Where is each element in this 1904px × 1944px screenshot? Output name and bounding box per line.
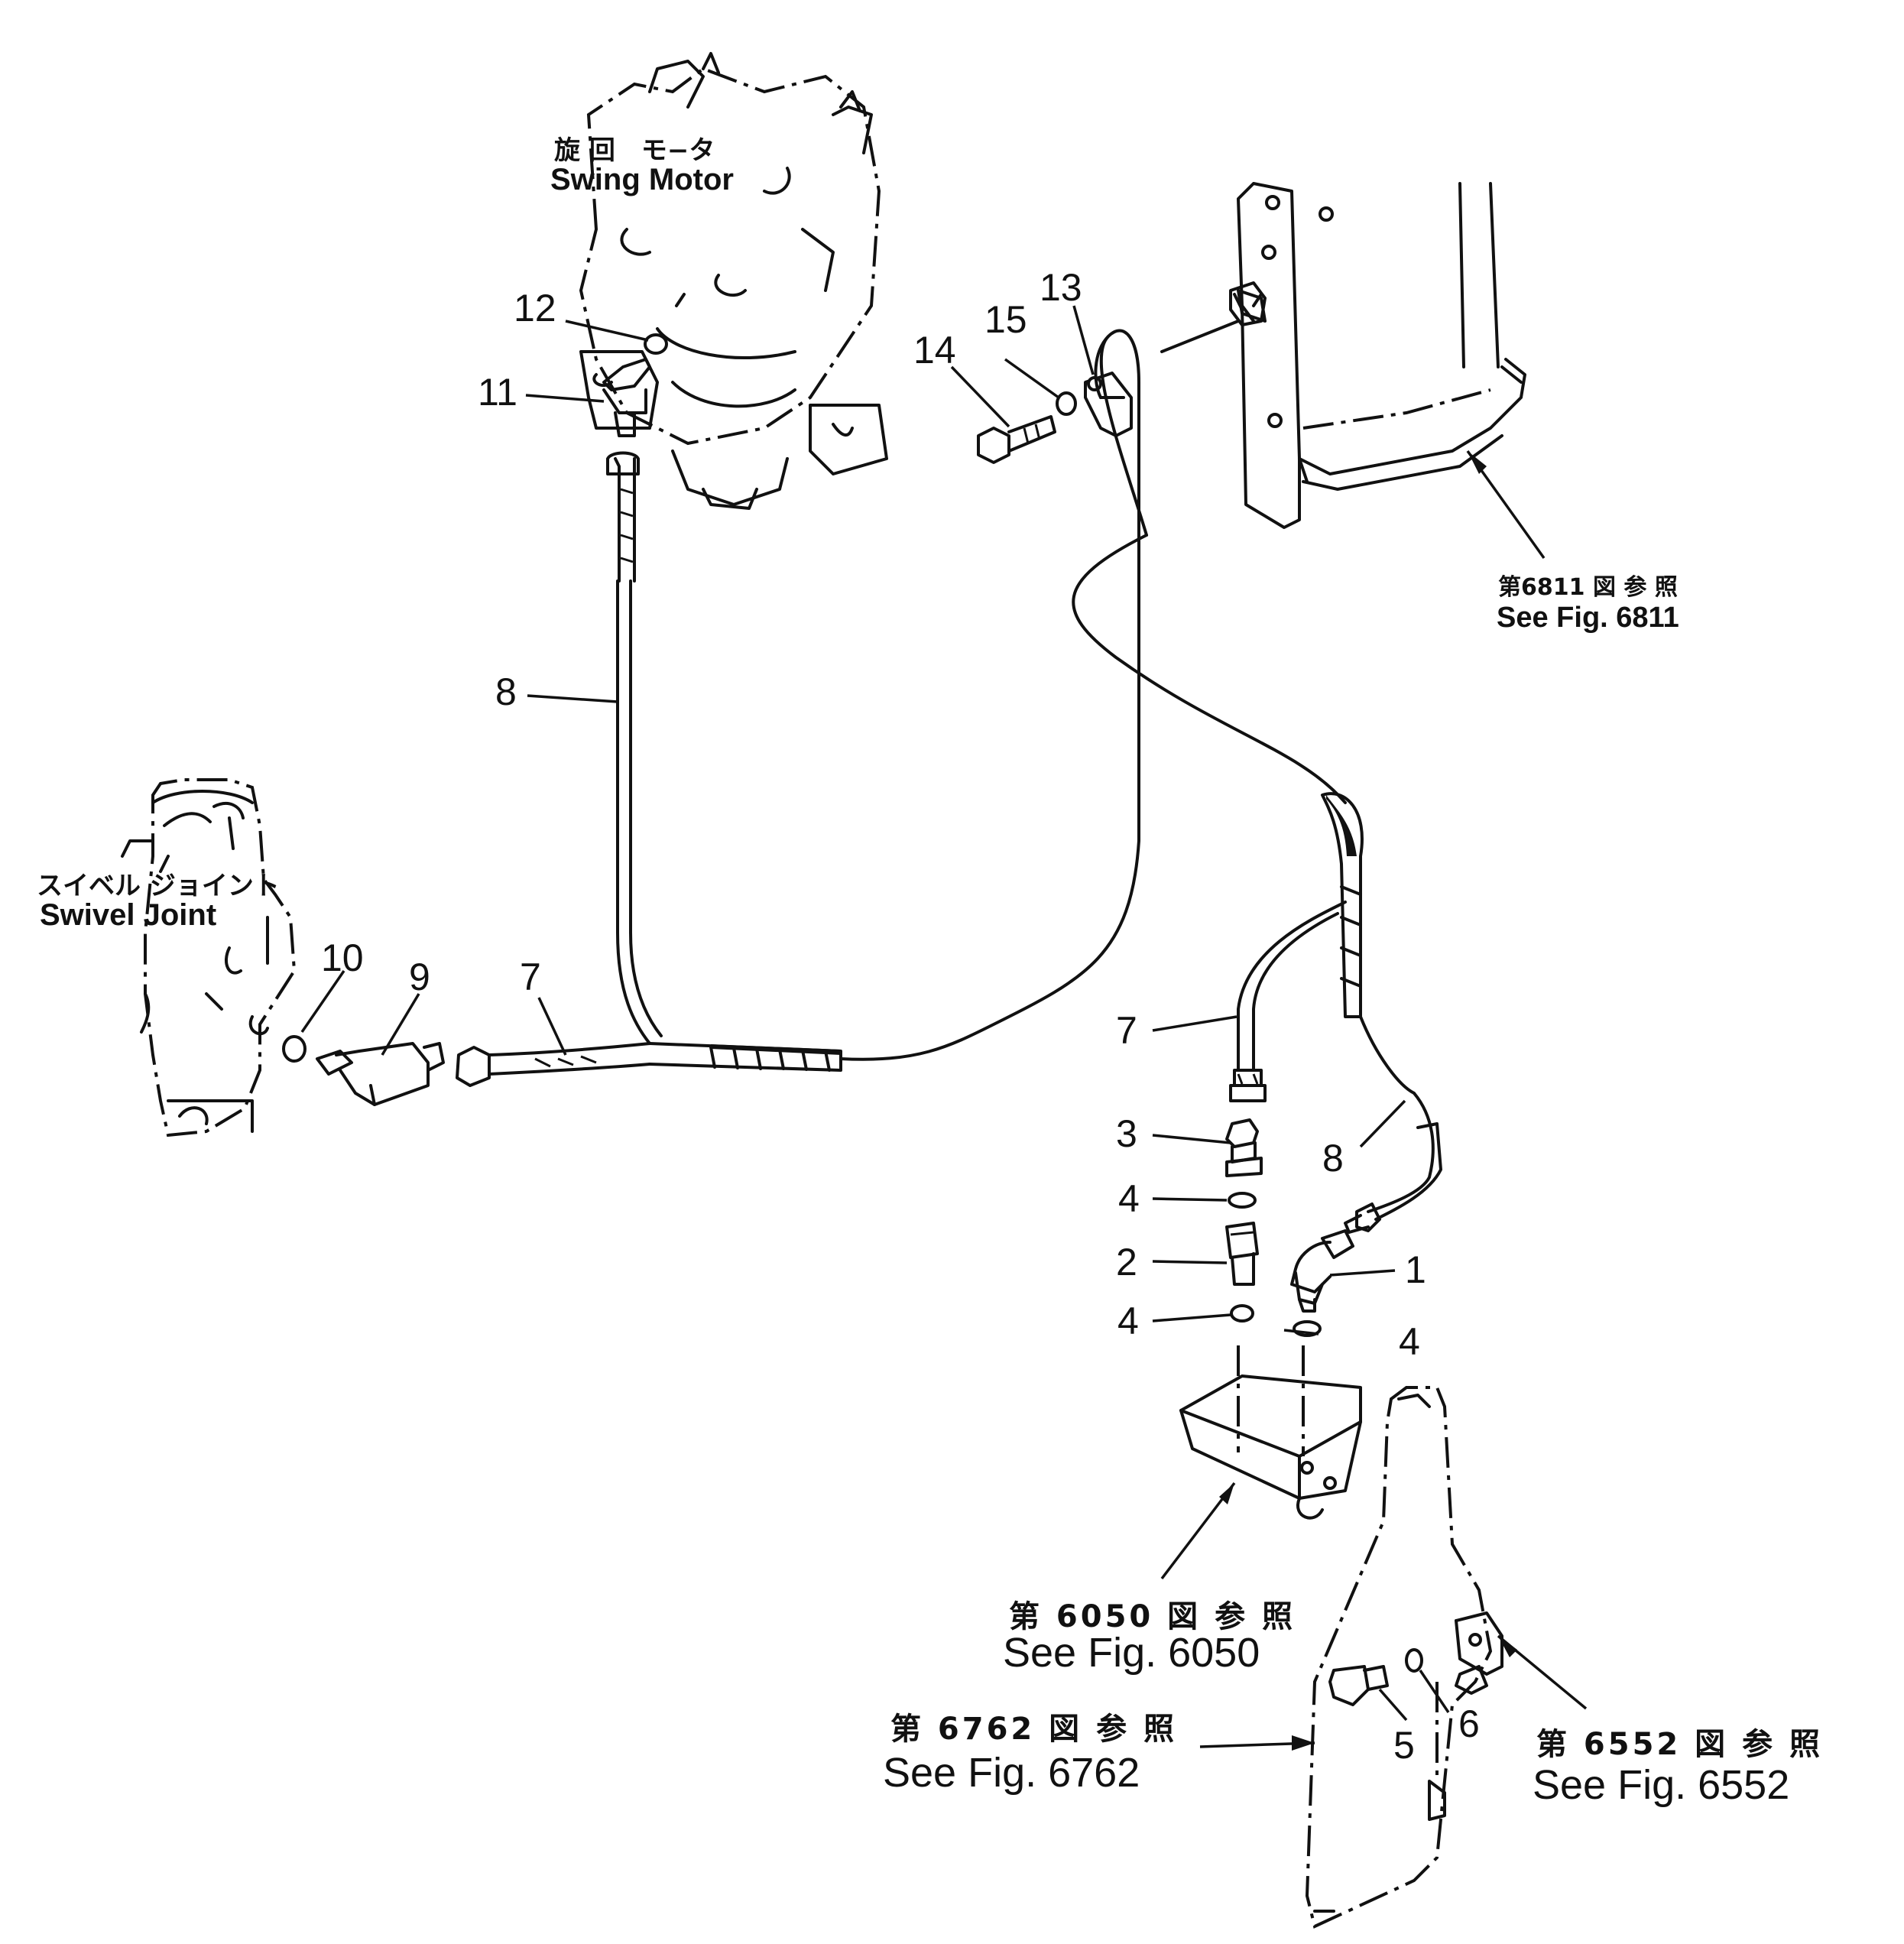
- spiral-guard-right: [1237, 792, 1364, 1072]
- callout-11: 11: [478, 371, 517, 414]
- callout-8-upper: 8: [495, 670, 517, 713]
- swivel-joint-label-en: Swivel Joint: [40, 898, 216, 932]
- callout-1: 1: [1405, 1248, 1426, 1291]
- part-13-clamp: [1084, 320, 1240, 437]
- fig-6552-arrowhead: [1498, 1636, 1517, 1657]
- part-3-adapter: [1225, 1118, 1263, 1177]
- fig-6811-arrowhead: [1468, 451, 1487, 474]
- fig-6050-ref-jp: 第 6050 図 参 照: [1009, 1599, 1296, 1634]
- hose-8-upper-line: [606, 451, 663, 1045]
- callout-6: 6: [1458, 1702, 1480, 1745]
- callout-4-middle: 4: [1117, 1300, 1139, 1342]
- part-10-o-ring: [282, 1035, 307, 1063]
- part-11-elbow-fitting: [602, 358, 651, 437]
- part-4-o-ring-upper: [1228, 1192, 1257, 1209]
- callout-9: 9: [409, 956, 430, 998]
- callout-4-upper: 4: [1118, 1177, 1140, 1220]
- callout-3: 3: [1116, 1112, 1137, 1155]
- frame-fig-6762-drawing: [1305, 1386, 1493, 1929]
- callout-7-left: 7: [520, 956, 541, 998]
- fig-6762-arrowhead: [1292, 1735, 1315, 1751]
- callout-13: 13: [1040, 266, 1082, 309]
- part-4-o-ring-middle: [1230, 1304, 1254, 1323]
- swing-motor-label-jp: 旋 回 モ−タ: [554, 135, 715, 166]
- valve-block-fig-6050-drawing: [1179, 1345, 1362, 1520]
- callout-5: 5: [1393, 1724, 1415, 1767]
- callout-15: 15: [984, 298, 1027, 341]
- bracket-fig-6811-drawing: [1233, 182, 1526, 529]
- fig-6762-ref-jp: 第 6762 図 参 照: [890, 1712, 1177, 1747]
- hose-7-right-end: [1229, 1069, 1267, 1102]
- callout-10: 10: [321, 936, 364, 979]
- connecting-hose-line: [839, 329, 1347, 1061]
- part-6-o-ring: [1405, 1648, 1423, 1673]
- spiral-guard-left: [648, 1042, 842, 1072]
- fig-6762-ref-en: See Fig. 6762: [883, 1750, 1140, 1796]
- callout-8-lower: 8: [1322, 1137, 1344, 1180]
- bracket-connector-block: [1229, 281, 1267, 326]
- part-14-bolt: [977, 415, 1056, 464]
- swing-motor-drawing: [579, 52, 888, 510]
- fig-6552-ref-en: See Fig. 6552: [1533, 1762, 1789, 1808]
- part-12-leader-tick: [675, 293, 686, 307]
- fig-6552-ref-jp: 第 6552 図 参 照: [1536, 1727, 1823, 1762]
- part-5-plug: [1328, 1665, 1389, 1706]
- swivel-joint-drawing: [121, 778, 297, 1138]
- part-2-adapter: [1225, 1222, 1259, 1286]
- fig-6811-ref-jp: 第6811 図 参 照: [1498, 574, 1678, 601]
- callout-12: 12: [514, 287, 556, 329]
- callout-leaders: [300, 305, 1450, 1722]
- callout-14: 14: [913, 329, 956, 372]
- part-15-washer: [1056, 391, 1077, 416]
- part-1-elbow: [1290, 1229, 1354, 1313]
- hose-8-right-lower: [1344, 1015, 1442, 1234]
- callout-4-lower: 4: [1399, 1320, 1420, 1363]
- fig-6811-ref-en: See Fig. 6811: [1497, 602, 1679, 634]
- hose-7-left: [456, 1042, 651, 1087]
- part-9-elbow-fitting: [316, 1042, 445, 1106]
- swing-motor-label-en: Swing Motor: [550, 163, 734, 196]
- fig-6050-arrowhead: [1219, 1483, 1234, 1504]
- swivel-joint-label-jp: スイベル ジョイント: [37, 871, 280, 901]
- valve-fig-6552-drawing: [1455, 1611, 1503, 1695]
- callout-2: 2: [1116, 1241, 1137, 1284]
- part-12-o-ring: [644, 333, 668, 355]
- callout-7-right: 7: [1116, 1009, 1137, 1052]
- fig-6050-ref-en: See Fig. 6050: [1003, 1630, 1260, 1676]
